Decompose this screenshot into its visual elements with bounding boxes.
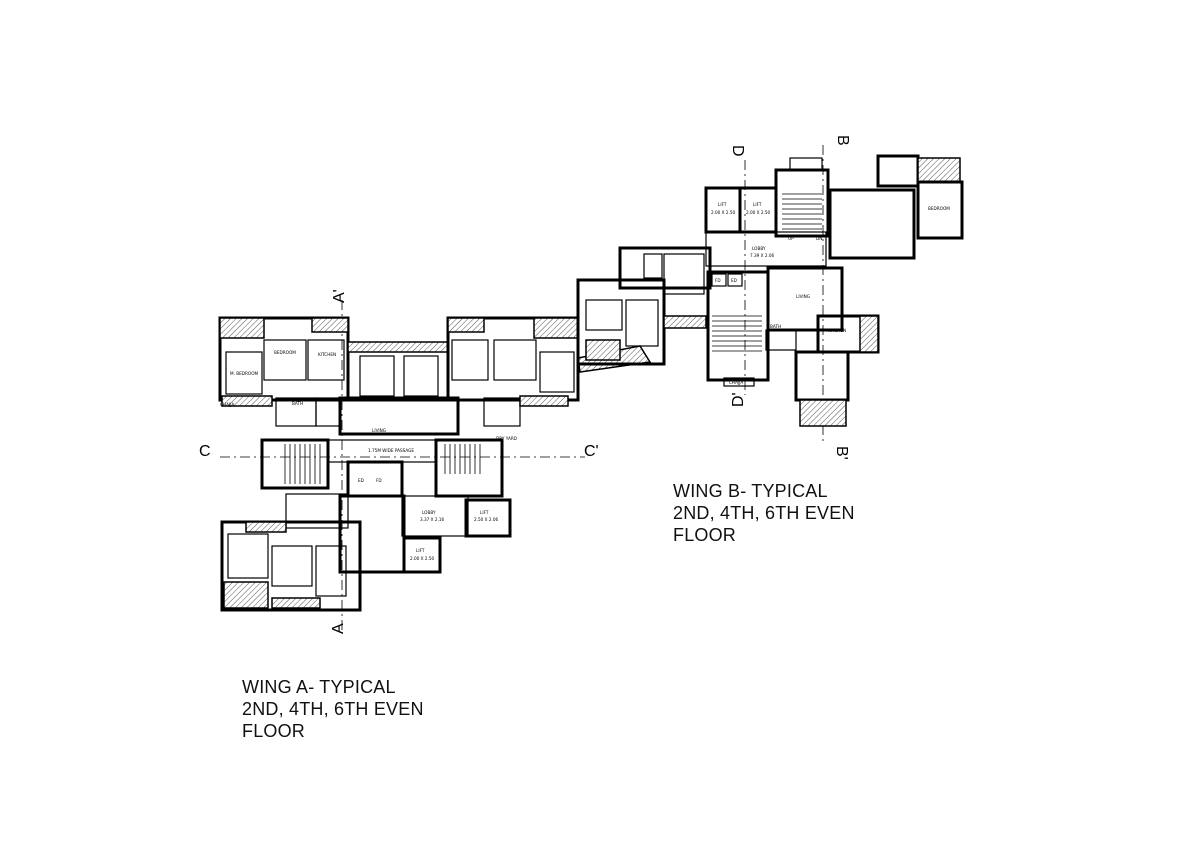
room-label-ed: ED [358, 478, 364, 483]
room-label-lobby-size: 3.37 X 2.16 [420, 517, 445, 522]
wing-a-title: WING A- TYPICAL 2ND, 4TH, 6TH EVEN FLOOR [242, 676, 424, 742]
room-label-b-bedroom: BEDROOM [928, 206, 950, 211]
room-label-b-fd: FD [715, 278, 721, 283]
room-label-b-lift-2-size: 2.00 X 2.50 [746, 210, 771, 215]
room-label-bedroom: BEDROOM [274, 350, 296, 355]
section-label-b: B [834, 135, 851, 146]
room-label-lift-1-size: 2.50 X 2.06 [474, 517, 499, 522]
room-label-b-lift-1: LIFT [718, 202, 727, 207]
room-label-lift-2: LIFT [416, 548, 425, 553]
room-label-m-bedroom: M. BEDROOM [230, 371, 259, 376]
room-label-b-dn: DN [816, 236, 822, 241]
room-label-b-living: LIVING [796, 294, 810, 299]
room-label-b-lobby-size: 7.39 X 2.06 [750, 253, 775, 258]
section-label-c: C [199, 443, 211, 460]
wing-b-title-line-2: 2ND, 4TH, 6TH EVEN [673, 503, 855, 523]
room-label-b-ed: ED [731, 278, 737, 283]
wing-b-plan: LIFT 2.00 X 2.50 LIFT 2.00 X 2.50 LOBBY … [618, 154, 964, 427]
wing-b-stair-lower [712, 315, 762, 352]
room-label-fd: FD [376, 478, 382, 483]
wing-a-title-line-3: FLOOR [242, 721, 306, 741]
room-label-b-chajja: CHAJJA [729, 380, 743, 385]
wing-a-title-line-1: WING A- TYPICAL [242, 677, 396, 697]
room-label-bath: BATH [292, 401, 303, 406]
room-label-b-kitchen: KITCHEN [828, 328, 846, 333]
room-label-b-lift-1-size: 2.00 X 2.50 [711, 210, 736, 215]
room-label-dry-yard: DRY YARD [496, 436, 517, 441]
wing-b-title-line-1: WING B- TYPICAL [673, 481, 828, 501]
room-label-b-bath: BATH [770, 324, 781, 329]
section-lines [220, 145, 824, 630]
room-label-b-up: UP [788, 236, 794, 241]
wing-a-plan: M. BEDROOM BEDROOM KITCHEN BATH CHAJJA L… [218, 316, 580, 612]
room-label-chajja: CHAJJA [220, 402, 234, 407]
wing-b-title-line-3: FLOOR [673, 525, 737, 545]
section-markers: C C' A' A D D' B B' [199, 135, 851, 634]
section-label-a: A [330, 623, 347, 634]
wing-a-title-line-2: 2ND, 4TH, 6TH EVEN [242, 699, 424, 719]
wing-b-title: WING B- TYPICAL 2ND, 4TH, 6TH EVEN FLOOR [673, 480, 855, 546]
room-label-lift-1: LIFT [480, 510, 489, 515]
wing-a-stair-left [284, 444, 321, 484]
section-label-c-prime: C' [584, 443, 599, 460]
room-label-lobby: LOBBY [422, 510, 436, 515]
room-label-living: LIVING [372, 428, 386, 433]
room-label-passage: 1.75M WIDE PASSAGE [368, 448, 414, 453]
wing-a-stair-right [444, 444, 481, 474]
room-label-kitchen: KITCHEN [318, 352, 336, 357]
room-label-b-lobby: LOBBY [752, 246, 766, 251]
wing-connector [576, 278, 707, 373]
room-label-b-lift-2: LIFT [753, 202, 762, 207]
section-label-d-prime: D' [730, 392, 747, 407]
section-label-d: D [729, 145, 746, 157]
wing-b-stair-upper [782, 193, 822, 230]
section-label-a-prime: A' [331, 289, 348, 303]
room-label-lift-2-size: 2.00 X 2.50 [410, 556, 435, 561]
section-label-b-prime: B' [833, 446, 850, 460]
